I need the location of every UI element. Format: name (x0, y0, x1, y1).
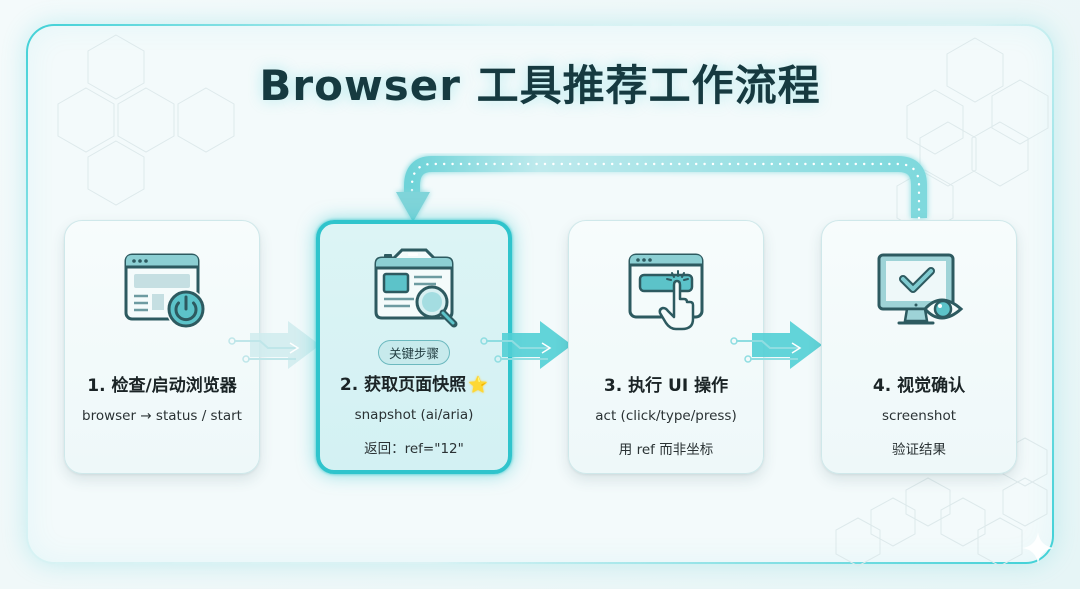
step-card-2: 关键步骤 2. 获取页面快照⭐ snapshot (ai/aria) 返回：re… (316, 220, 512, 474)
step-title-text: 2. 获取页面快照 (339, 375, 467, 395)
key-step-badge: 关键步骤 (377, 340, 451, 365)
step-title: 2. 获取页面快照⭐ (320, 370, 508, 395)
page-title: Browser 工具推荐工作流程 (259, 61, 821, 110)
step-title: 3. 执行 UI 操作 (603, 376, 729, 396)
step-note: 返回：ref="12" (364, 441, 464, 457)
monitor-check-eye-icon (877, 253, 964, 325)
snapshot-magnifier-icon (374, 248, 458, 328)
step-command: screenshot (881, 408, 957, 424)
step-card-4: 4. 视觉确认 screenshot 验证结果 (821, 220, 1017, 474)
step-note: 验证结果 (892, 442, 946, 458)
step-command: act (click/type/press) (595, 408, 737, 424)
step-card-1: 1. 检查/启动浏览器 browser → status / start (64, 220, 260, 474)
arrow-right-icon (480, 321, 572, 369)
click-hand-icon (628, 253, 704, 331)
step-command: browser → status / start (82, 408, 242, 424)
browser-power-icon (124, 253, 206, 329)
step-title: 4. 视觉确认 (872, 376, 966, 396)
step-command: snapshot (ai/aria) (354, 407, 474, 423)
step-title: 1. 检查/启动浏览器 (87, 376, 237, 396)
star-icon: ⭐ (468, 375, 489, 394)
arrow-right-icon (730, 321, 822, 369)
step-note: 用 ref 而非坐标 (618, 442, 714, 458)
arrow-right-icon (228, 321, 320, 369)
step-card-3: 3. 执行 UI 操作 act (click/type/press) 用 ref… (568, 220, 764, 474)
